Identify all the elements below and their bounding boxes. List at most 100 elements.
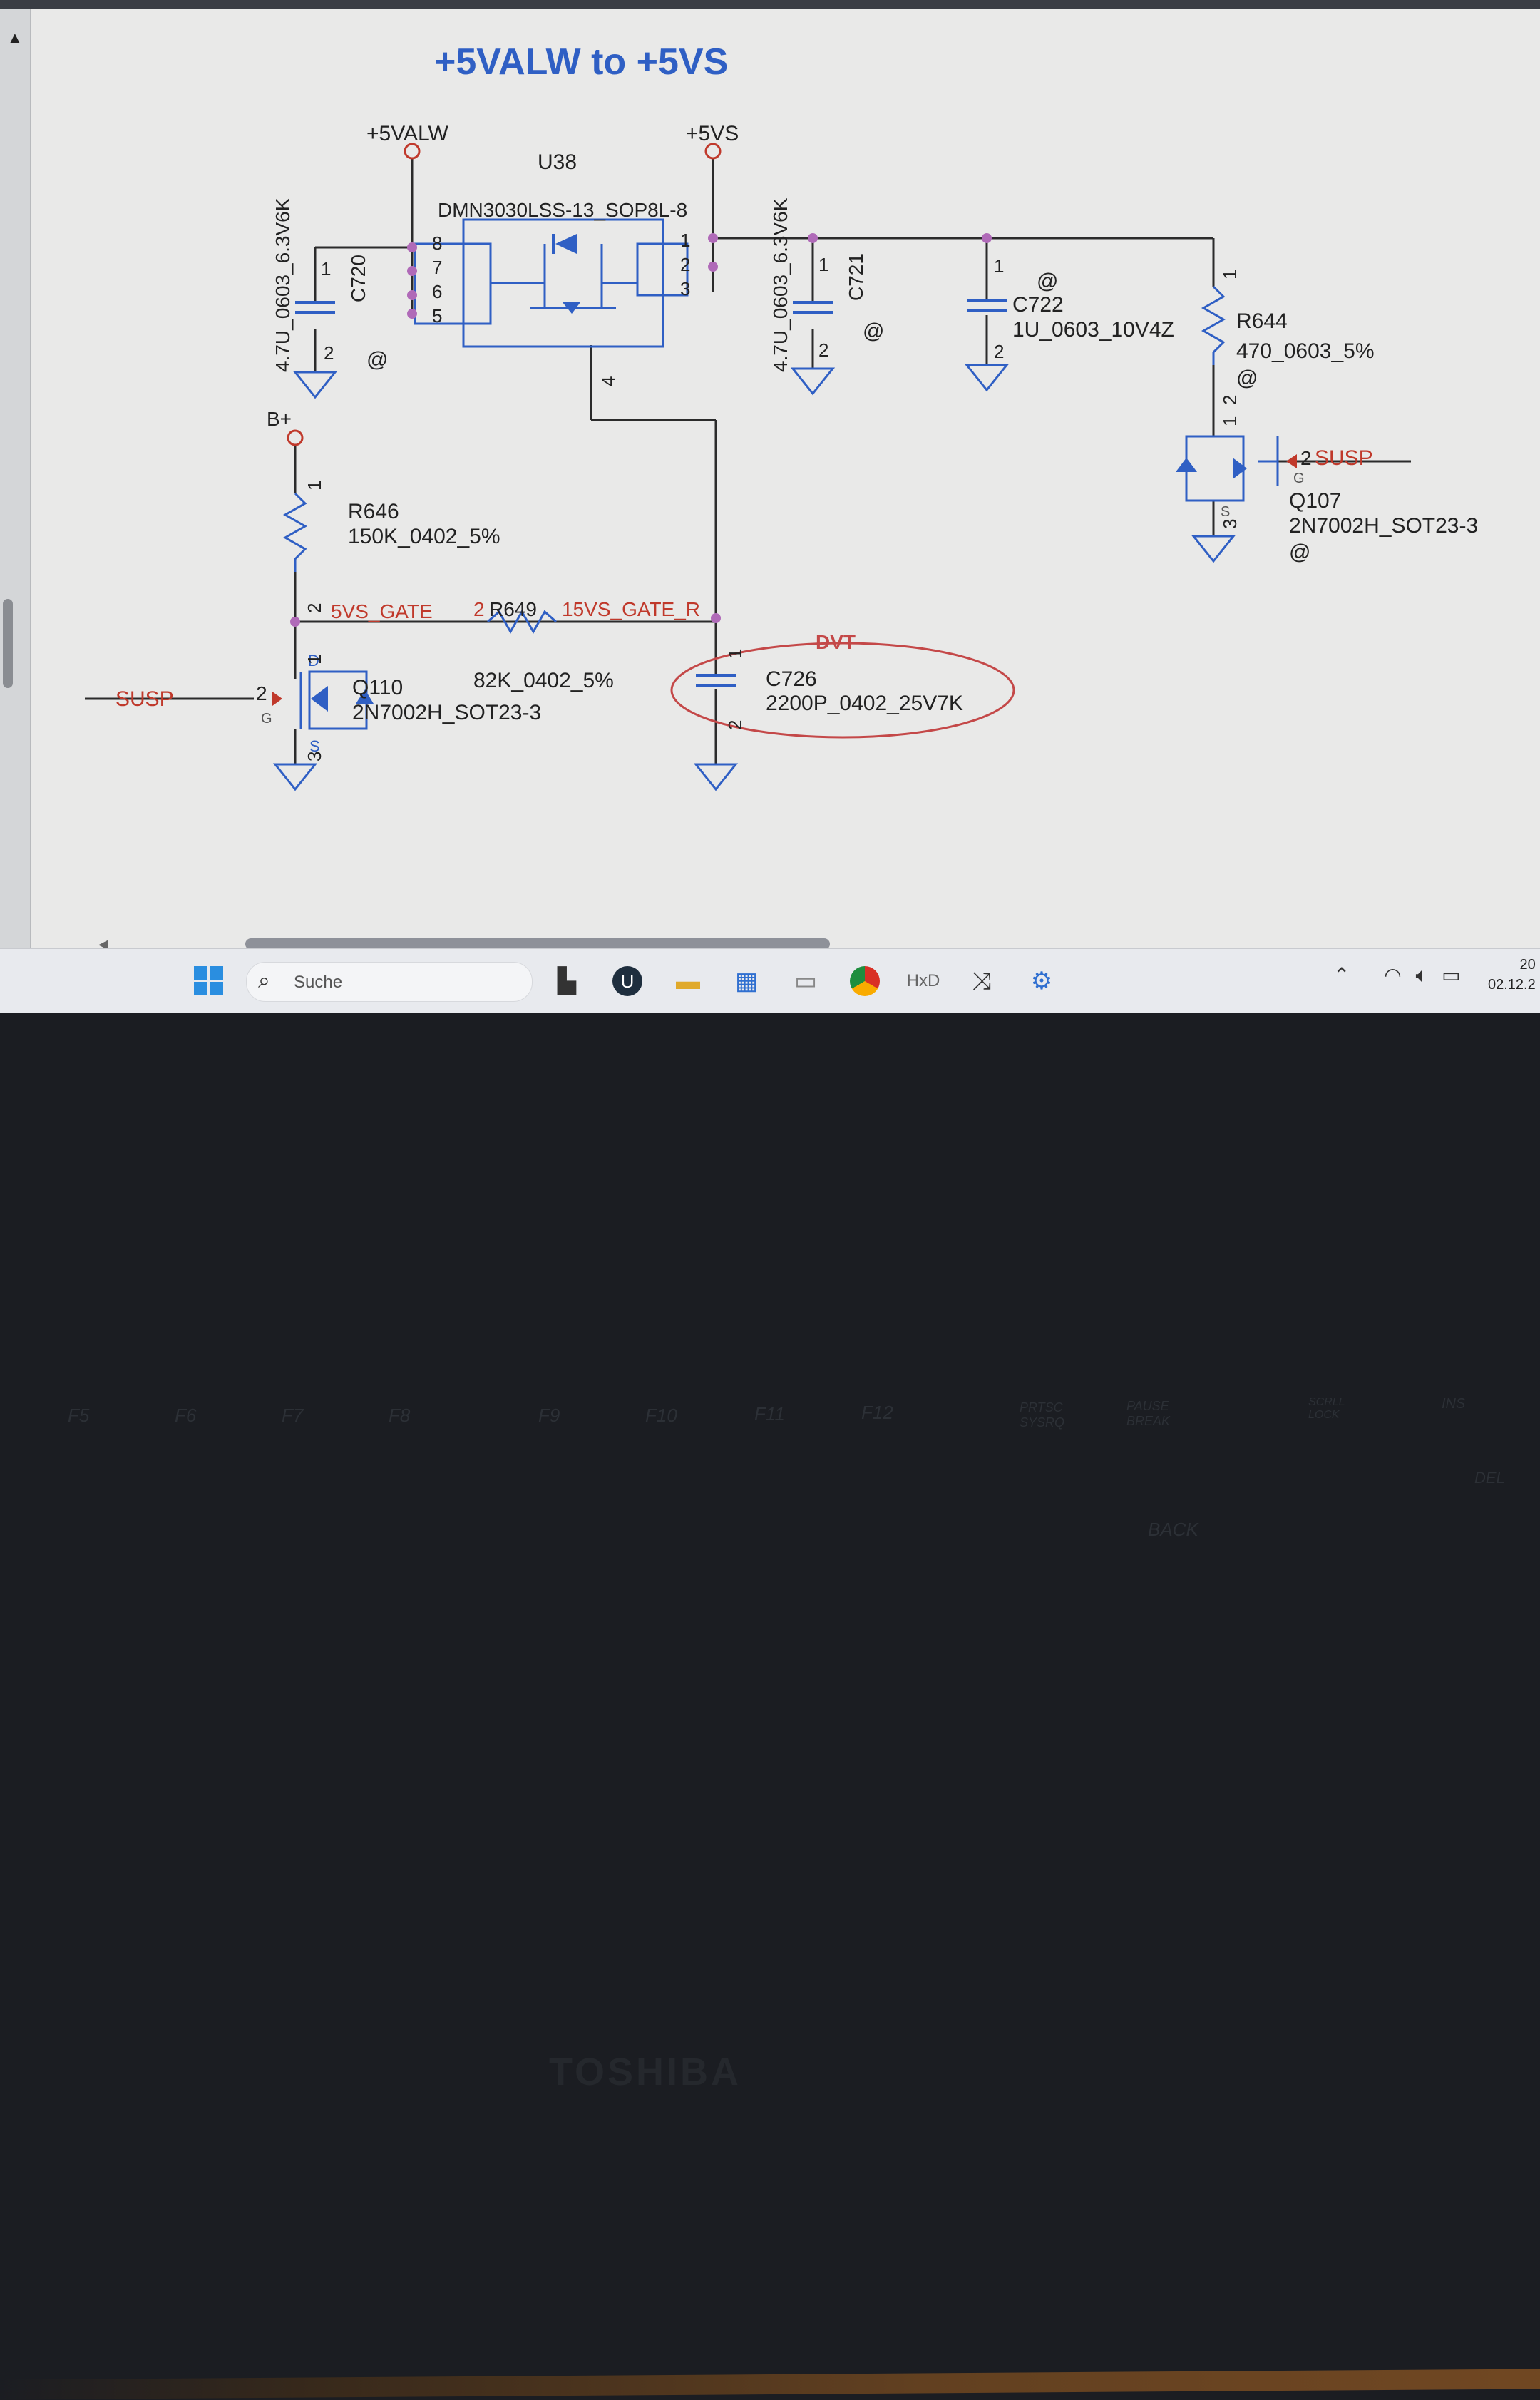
key-ins: INS xyxy=(1442,1396,1466,1412)
c721-value: 4.7U_0603_6.3V6K xyxy=(769,198,791,372)
net-susp-right: SUSP xyxy=(1315,446,1373,470)
r649-ref: R649 xyxy=(489,598,537,620)
u38-ref: U38 xyxy=(538,150,577,174)
q110-pin-s: 3 xyxy=(304,752,325,761)
u38-pin5: 5 xyxy=(432,305,442,327)
schematic-canvas[interactable]: +5VALW to +5VS +5VALW +5VS B+ 5VS_GATE 1… xyxy=(31,9,1540,951)
settings-gear-icon[interactable]: ⚙ xyxy=(1030,968,1053,995)
q107-at: @ xyxy=(1289,540,1310,564)
hxd-icon[interactable]: HxD xyxy=(906,971,940,990)
u38-pin1: 1 xyxy=(680,230,690,251)
r646-pin2: 2 xyxy=(304,603,325,613)
q110-g-label: G xyxy=(261,711,272,727)
keyboard-area: TOSHIBA F5 F6 F7 F8 F9 F10 F11 F12 PRTSC… xyxy=(0,1012,1540,2400)
search-icon: ⌕ xyxy=(258,969,270,993)
q107-part: 2N7002H_SOT23-3 xyxy=(1289,514,1478,538)
q110-part: 2N7002H_SOT23-3 xyxy=(352,701,541,724)
store-icon[interactable]: ▦ xyxy=(734,968,759,995)
u38-pin6: 6 xyxy=(432,281,442,302)
chevron-up-icon[interactable]: ⌃ xyxy=(1333,964,1350,986)
r644-symbol xyxy=(1201,285,1226,365)
key-back: BACK xyxy=(1148,1519,1198,1540)
key-f6: F6 xyxy=(175,1405,197,1426)
key-f9: F9 xyxy=(538,1405,560,1426)
net-5vs-gate: 5VS_GATE xyxy=(331,600,433,622)
q110-d-label: D xyxy=(308,652,319,670)
schematic-drawing: +5VALW to +5VS +5VALW +5VS B+ 5VS_GATE 1… xyxy=(85,41,1478,791)
net-bplus: B+ xyxy=(267,408,292,430)
window-top-bar xyxy=(0,0,1540,9)
file-explorer-icon[interactable]: ▬ xyxy=(676,967,700,995)
r644-pin1: 1 xyxy=(1219,270,1241,280)
r646-pin1: 1 xyxy=(304,481,325,491)
key-f5: F5 xyxy=(68,1405,90,1426)
key-pause: PAUSE BREAK xyxy=(1126,1399,1171,1428)
shuffle-icon[interactable]: ⤨ xyxy=(972,967,992,995)
brand-logo: TOSHIBA xyxy=(549,2051,742,2093)
wifi-icon[interactable]: ◠ xyxy=(1384,964,1402,986)
app-u-icon[interactable]: U xyxy=(610,963,645,999)
q107-pin-g: 2 xyxy=(1300,447,1312,469)
c721-pin2: 2 xyxy=(818,339,828,361)
c722-value: 1U_0603_10V4Z xyxy=(1012,318,1174,342)
c726-value: 2200P_0402_25V7K xyxy=(766,692,963,715)
r646-symbol xyxy=(282,492,308,572)
r649-value: 82K_0402_5% xyxy=(473,669,614,692)
q107-pin-d: 1 xyxy=(1219,416,1241,426)
key-f8: F8 xyxy=(389,1405,411,1426)
u38-pin3: 3 xyxy=(680,278,690,299)
net-5valw: +5VALW xyxy=(366,122,448,145)
c726-pin2: 2 xyxy=(724,720,746,730)
vertical-scroll-thumb[interactable] xyxy=(3,599,13,688)
q110-s-label: S xyxy=(309,737,320,755)
u38-pin7: 7 xyxy=(432,257,442,278)
taskbar: ⌕ Suche ▙ U ▬ ▦ ▭ HxD ⤨ ⚙ ⌃ ◠ 🔈︎ ▭ 20 02… xyxy=(0,948,1540,1013)
c720-value: 4.7U_0603_6.3V6K xyxy=(272,198,294,372)
c720-ref: C720 xyxy=(347,255,369,302)
q110-pin-d: 1 xyxy=(304,655,325,665)
speaker-icon[interactable]: 🔈︎ xyxy=(1415,964,1428,986)
scroll-up-arrow-icon[interactable]: ▲ xyxy=(7,29,23,46)
c722-pin1: 1 xyxy=(994,255,1004,277)
q110-pin-g: 2 xyxy=(256,682,267,704)
c722-ref: C722 xyxy=(1012,293,1064,317)
battery-icon[interactable]: ▭ xyxy=(1442,964,1461,986)
dvt-annotation: DVT xyxy=(816,631,856,653)
key-f11: F11 xyxy=(754,1403,785,1425)
key-f7: F7 xyxy=(282,1405,304,1426)
vertical-scrollbar[interactable]: ▲ xyxy=(0,9,31,948)
q110-ref: Q110 xyxy=(352,676,403,699)
c722-at: @ xyxy=(1037,270,1058,293)
clock-date: 02.12.2 xyxy=(1488,977,1536,993)
schematic-title: +5VALW to +5VS xyxy=(434,41,728,83)
net-susp-left: SUSP xyxy=(115,687,174,711)
q107-s-label: S xyxy=(1221,504,1230,520)
key-scroll-lock: SCRLL LOCK xyxy=(1308,1396,1345,1421)
r644-value: 470_0603_5% xyxy=(1236,339,1375,363)
c721-pin1: 1 xyxy=(818,254,828,275)
c721-ref: C721 xyxy=(845,253,867,301)
scroll-left-arrow-icon[interactable]: ◀ xyxy=(98,937,108,951)
r646-ref: R646 xyxy=(348,500,399,523)
horizontal-scroll-thumb[interactable] xyxy=(245,938,830,950)
c720-at: @ xyxy=(366,348,388,371)
q107-g-label: G xyxy=(1293,471,1305,486)
task-view-icon[interactable]: ▙ xyxy=(557,968,577,995)
r649-pin-left: 2 xyxy=(473,598,485,620)
windows-icon xyxy=(194,966,223,995)
r644-at: @ xyxy=(1236,366,1258,390)
key-f10: F10 xyxy=(645,1405,677,1426)
key-f12: F12 xyxy=(861,1402,893,1423)
taskbar-search[interactable]: ⌕ Suche xyxy=(246,962,533,1002)
u38-pin4: 4 xyxy=(597,376,619,386)
q107-pin-s: 3 xyxy=(1219,519,1241,529)
key-del: DEL xyxy=(1474,1469,1505,1487)
clock[interactable]: 20 02.12.2 xyxy=(1487,955,1536,995)
chrome-icon[interactable] xyxy=(847,963,883,999)
r649-symbol xyxy=(487,609,557,635)
search-placeholder: Suche xyxy=(294,973,343,992)
c726-ref: C726 xyxy=(766,667,817,691)
start-button[interactable] xyxy=(191,963,227,999)
documents-icon[interactable]: ▭ xyxy=(794,968,818,995)
u38-part: DMN3030LSS-13_SOP8L-8 xyxy=(438,199,687,221)
